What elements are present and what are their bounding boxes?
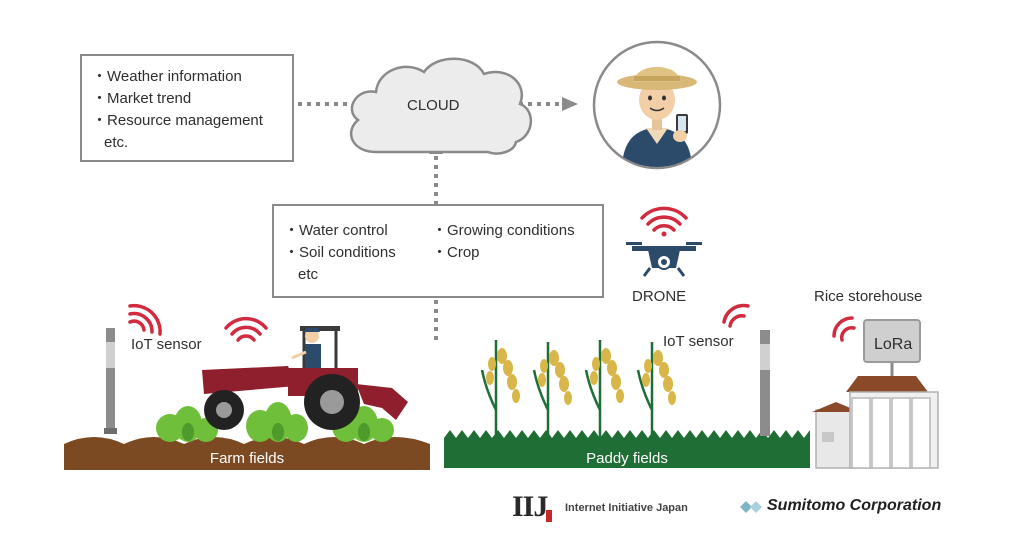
info-item-weather: Weather information	[92, 66, 292, 88]
field-data-box: Water control Soil conditions etc Growin…	[272, 204, 604, 298]
cloud-label: CLOUD	[407, 97, 460, 114]
rice-storehouse-icon	[812, 316, 939, 469]
info-box: Weather information Market trend Resourc…	[80, 54, 294, 162]
cloud-shape	[349, 57, 532, 155]
field-item-soil: Soil conditions	[284, 242, 396, 264]
drone-icon	[626, 206, 702, 277]
rice-plants	[480, 340, 676, 438]
paddy-field-ground	[444, 430, 810, 468]
field-item-growing: Growing conditions	[432, 220, 575, 242]
storehouse-label: Rice storehouse	[814, 288, 923, 305]
iot-sensor-right-icon	[722, 303, 770, 436]
iot-sensor-left-icon	[104, 303, 162, 434]
tractor-signal-icon	[224, 316, 268, 342]
field-left-tail: etc	[298, 266, 319, 283]
farm-crops	[156, 402, 394, 442]
iij-logo-mark: IIJ	[512, 490, 548, 523]
info-item-resource: Resource management	[92, 110, 292, 132]
sumitomo-logo-text: Sumitomo Corporation	[767, 497, 942, 514]
iij-red-accent	[546, 510, 552, 522]
info-item-market: Market trend	[92, 88, 292, 110]
paddy-field-label: Paddy fields	[586, 450, 668, 467]
iij-logo: IIJ	[512, 490, 548, 523]
info-tail: etc.	[104, 134, 129, 151]
farmer-avatar	[592, 40, 722, 170]
field-item-water: Water control	[284, 220, 396, 242]
drone-label: DRONE	[632, 288, 687, 305]
field-item-crop: Crop	[432, 242, 575, 264]
iot-sensor-right-label: IoT sensor	[663, 333, 734, 350]
farm-field-label: Farm fields	[209, 450, 285, 467]
tractor-icon	[202, 326, 408, 430]
lora-label: LoRa	[874, 336, 913, 353]
sumitomo-logo-icon	[740, 501, 762, 513]
iij-logo-text: Internet Initiative Japan	[565, 502, 688, 514]
iot-sensor-left-label: IoT sensor	[131, 336, 202, 353]
farm-field-ground	[64, 437, 430, 470]
